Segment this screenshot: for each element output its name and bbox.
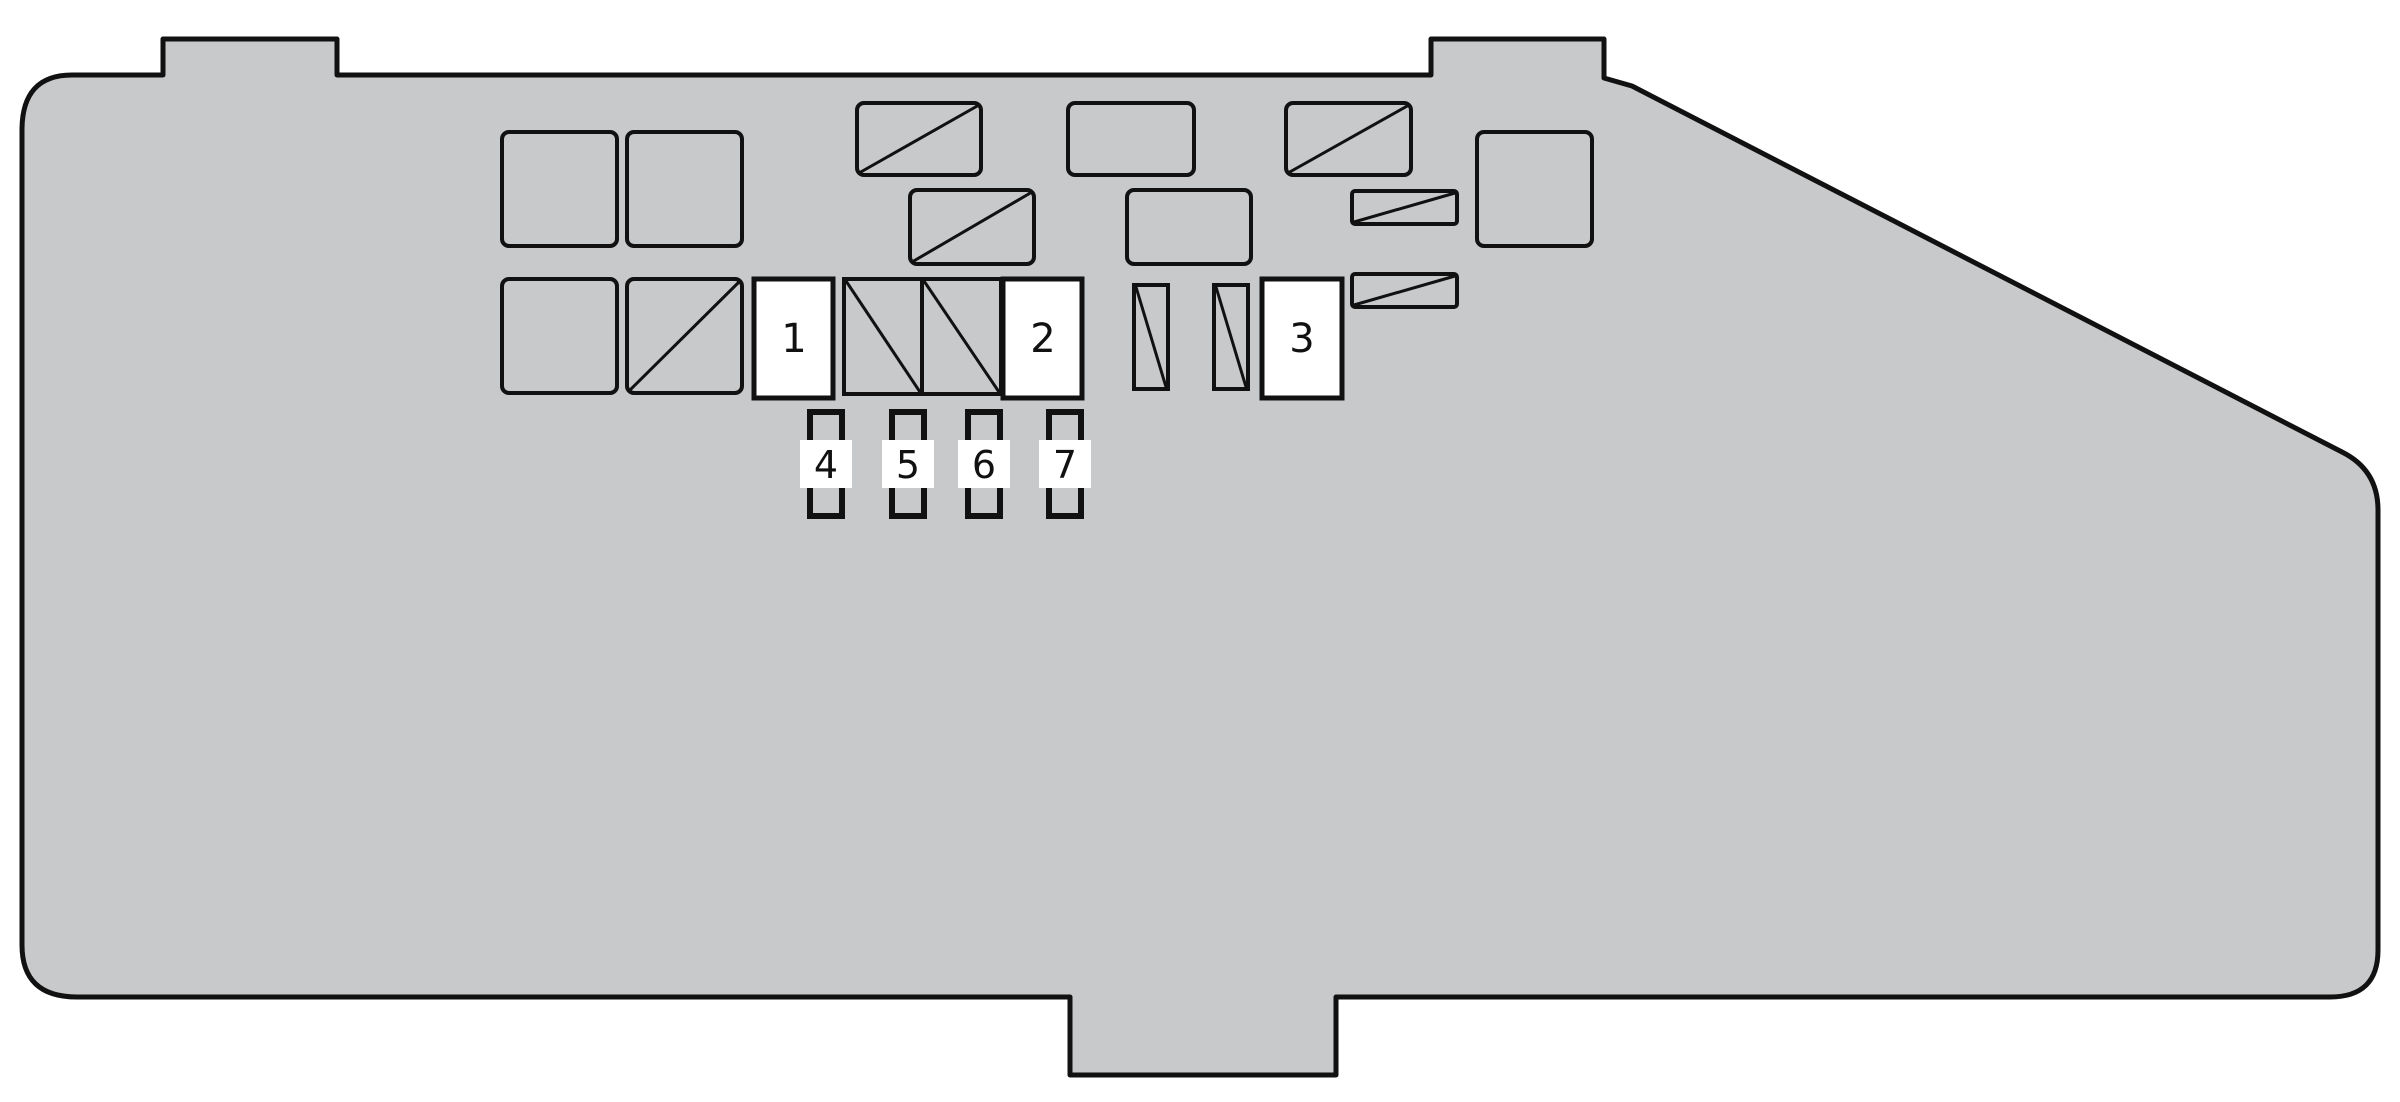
fuse-5-label: 5 [896,443,920,487]
relay-slot-center [1125,188,1253,266]
relay-slot-top-left-2 [625,130,744,248]
fuse-5: 5 [882,409,934,519]
component-1-body [751,276,836,401]
spare-slot-thin-1 [1132,283,1170,391]
spare-slot-thin-2 [1212,283,1250,391]
fuse-4: 4 [800,409,852,519]
component-3-label: 3 [1289,316,1314,362]
spare-slot-small-right-1 [1350,189,1459,226]
spare-slot-top-right [1284,101,1413,177]
component-3: 3 [1259,276,1345,401]
relay-slot-top-left-1 [500,130,619,248]
spare-slot-double-2 [920,277,1003,396]
fuse-7-label: 7 [1053,443,1077,487]
component-2-body [1000,276,1085,401]
fuse-6: 6 [958,409,1010,519]
relay-slot-top-center [1066,101,1196,177]
component-3-body [1259,276,1345,401]
relay-slot-mid-left-1 [500,277,619,395]
fuse-4-label: 4 [814,443,838,487]
component-1: 1 [751,276,836,401]
spare-slot-center-left [908,188,1036,266]
component-2-label: 2 [1030,316,1055,362]
fuse-6-label: 6 [972,443,996,487]
component-2: 2 [1000,276,1085,401]
spare-slot-mid-left-2 [625,277,744,395]
component-1-label: 1 [781,316,806,362]
spare-slot-double-1 [842,277,924,396]
spare-slot-top-center-left [855,101,983,177]
relay-slot-right [1475,130,1594,248]
fuse-7: 7 [1039,409,1091,519]
spare-slot-small-right-2 [1350,272,1459,309]
